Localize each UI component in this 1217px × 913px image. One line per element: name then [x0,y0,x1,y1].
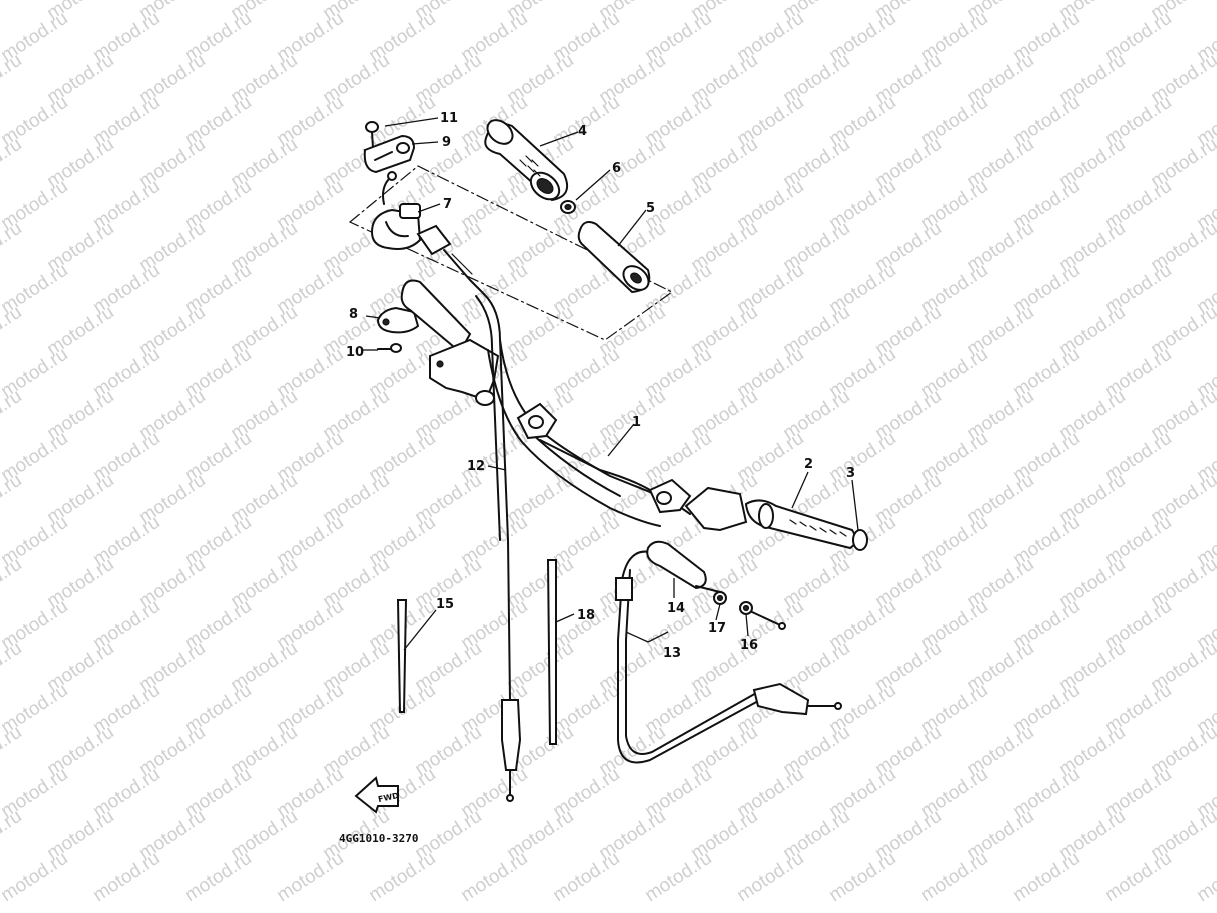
label-1: 1 [632,415,641,430]
part-9-throttle-cap [363,134,416,174]
part-6-nut [560,200,576,214]
label-2: 2 [804,457,813,472]
label-9: 9 [442,135,451,150]
leader-lines [362,117,859,651]
label-3: 3 [846,466,855,481]
watermark-text: motod.ru [825,848,899,906]
label-18: 18 [577,608,595,623]
watermark-text: motod.ru [0,806,26,864]
watermark-text: motod.ru [273,848,347,906]
part-8-clamp [376,306,420,334]
handlebar-left-section [400,279,500,406]
watermark-text: motod.ru [641,848,715,906]
label-15: 15 [436,597,454,612]
watermark-text: motod.ru [181,848,255,906]
watermark-text: motod.ru [0,134,26,192]
throttle-cable-adjuster [416,224,485,295]
diagram-code: 4GG1010-3270 [339,832,418,845]
forward-arrow-label: FWD [377,791,400,804]
watermark-text: motod.ru [89,848,163,906]
watermark-text: motod.ru [1193,848,1217,906]
watermark-text: motod.ru [0,554,26,612]
watermark-text: motod.ru [0,50,26,108]
label-4: 4 [578,124,587,139]
label-13: 13 [663,646,681,661]
watermark-text: motod.ru [457,848,531,906]
part-labels: 11 9 7 4 6 5 8 10 12 1 2 3 15 18 14 17 1… [346,111,855,661]
part-5-throttle-tube [577,221,651,294]
part-12-cable [475,293,522,802]
watermark-text: motod.ru [1009,848,1083,906]
watermark-text: motod.ru [0,218,26,276]
label-17: 17 [708,621,726,636]
watermark-text: motod.ru [0,386,26,444]
part-4-throttle-grip [484,119,568,202]
part-15-cable-tie [396,599,408,713]
watermark-text: motod.ru [1101,848,1175,906]
part-11-screw [365,121,379,149]
part-3-grip-end [852,529,868,551]
watermark-text: motod.ru [0,470,26,528]
watermark-text: motod.ru [0,722,26,780]
label-12: 12 [467,459,485,474]
watermark-text: motod.ru [0,0,26,24]
part-17-adjuster [713,591,727,605]
part-1-handlebar [487,339,748,532]
label-16: 16 [740,638,758,653]
part-13-cable [615,550,842,764]
part-10-bolt [377,343,402,353]
watermark-text: motod.ru [917,848,991,906]
label-11: 11 [440,111,458,126]
label-8: 8 [349,307,358,322]
throttle-cable-upper [382,171,397,205]
label-7: 7 [443,197,452,212]
part-18-cable-tie [546,559,557,745]
forward-arrow-icon: FWD [354,776,400,814]
watermark-text: motod.ru [0,848,72,906]
watermark-text: motod.ru [549,848,623,906]
watermark-text: motod.ru [365,848,439,906]
watermark-text: motod.ru [0,302,26,360]
part-7-throttle-housing [370,203,422,250]
label-6: 6 [612,161,621,176]
watermark-text: motod.ru [733,848,807,906]
part-2-grip [744,499,857,550]
part-16-nut [739,601,786,630]
label-5: 5 [646,201,655,216]
label-10: 10 [346,345,364,360]
part-14-lever-housing [646,540,721,593]
watermark-text: motod.ru [0,638,26,696]
label-14: 14 [667,601,685,616]
